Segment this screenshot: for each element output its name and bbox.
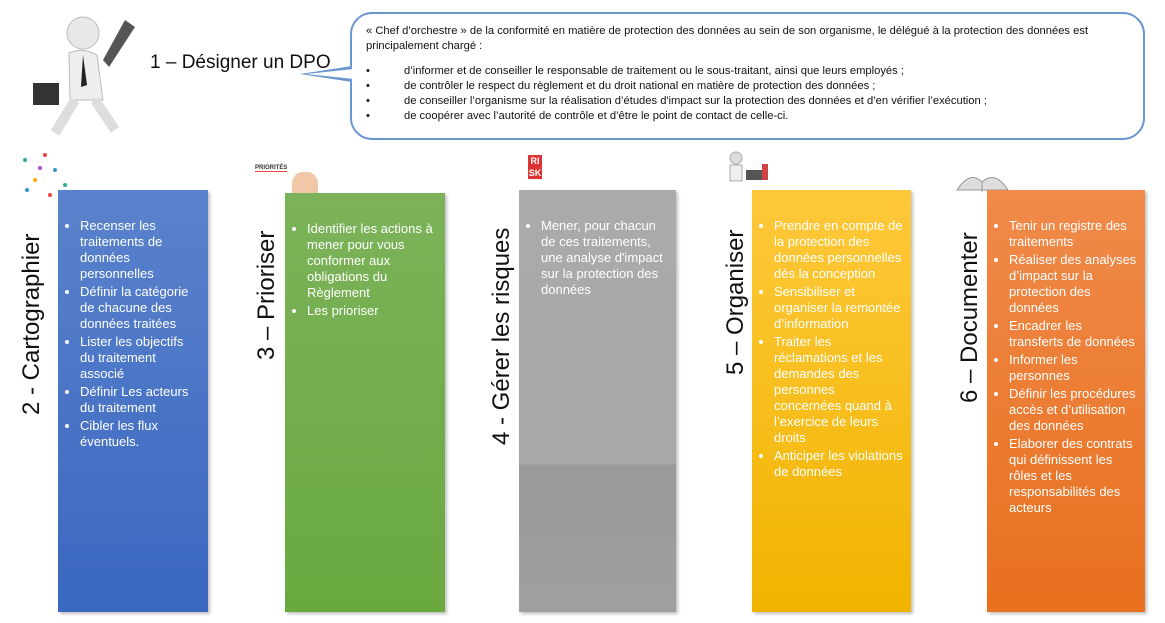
- step-item: Informer les personnes: [1009, 352, 1137, 384]
- data-map-icon: [23, 153, 67, 197]
- dpo-bullet: d’informer et de conseiller le responsab…: [366, 64, 1129, 79]
- step-item: Lister les objectifs du traitement assoc…: [80, 334, 200, 382]
- dpo-intro: « Chef d’orchestre » de la conformité en…: [366, 25, 1089, 52]
- step-item: Définir les procédures accès et d’utilis…: [1009, 386, 1137, 434]
- step-5-label: 5 – Organiser: [722, 229, 749, 375]
- step-item: Prendre en compte de la protection des d…: [774, 218, 903, 282]
- dpo-bullet: de coopérer avec l’autorité de contrôle …: [366, 109, 1129, 124]
- step-2-label: 2 - Cartographier: [18, 233, 45, 415]
- step-1-title: 1 – Désigner un DPO: [150, 52, 331, 73]
- step-item: Définir la catégorie de chacune des donn…: [80, 284, 200, 332]
- open-book-icon: [956, 177, 1009, 192]
- step-item: Identifier les actions à mener pour vous…: [307, 221, 437, 301]
- step-item: Mener, pour chacun de ces traitements, u…: [541, 218, 668, 298]
- step-item: Sensibiliser et organiser la remontée d’…: [774, 284, 903, 332]
- step-3-box: Identifier les actions à mener pour vous…: [285, 193, 445, 612]
- step-item: Définir Les acteurs du traitement: [80, 384, 200, 416]
- megaphone-man-illustration: [33, 16, 135, 136]
- step-item: Traiter les réclamations et les demandes…: [774, 334, 903, 446]
- step-5-box: Prendre en compte de la protection des d…: [752, 190, 911, 612]
- step-6-label: 6 – Documenter: [956, 232, 983, 403]
- risk-blocks-image: RISK: [528, 155, 542, 179]
- dpo-bullet: de contrôler le respect du règlement et …: [366, 79, 1129, 94]
- step-item: Cibler les flux éventuels.: [80, 418, 200, 450]
- step-3-label: 3 – Prioriser: [253, 230, 280, 360]
- step-4-box: Mener, pour chacun de ces traitements, u…: [519, 190, 676, 612]
- step-2-box: Recenser les traitements de données pers…: [58, 190, 208, 612]
- step-item: Réaliser des analyses d’impact sur la pr…: [1009, 252, 1137, 316]
- person-laptop-icon: [729, 151, 768, 182]
- dpo-bullet: de conseiller l’organisme sur la réalisa…: [366, 94, 1129, 109]
- priorities-image-text: PRIORITÉS: [255, 165, 288, 172]
- step-6-box: Tenir un registre des traitementsRéalise…: [987, 190, 1145, 612]
- step-item: Les prioriser: [307, 303, 437, 319]
- bubble-tail-inner: [306, 69, 354, 79]
- step-item: Anticiper les violations de données: [774, 448, 903, 480]
- step-item: Elaborer des contrats qui définissent le…: [1009, 436, 1137, 516]
- dpo-description-bubble: « Chef d’orchestre » de la conformité en…: [350, 12, 1145, 140]
- step-4-label: 4 - Gérer les risques: [488, 227, 515, 445]
- step-item: Tenir un registre des traitements: [1009, 218, 1137, 250]
- step-item: Encadrer les transferts de données: [1009, 318, 1137, 350]
- step-item: Recenser les traitements de données pers…: [80, 218, 200, 282]
